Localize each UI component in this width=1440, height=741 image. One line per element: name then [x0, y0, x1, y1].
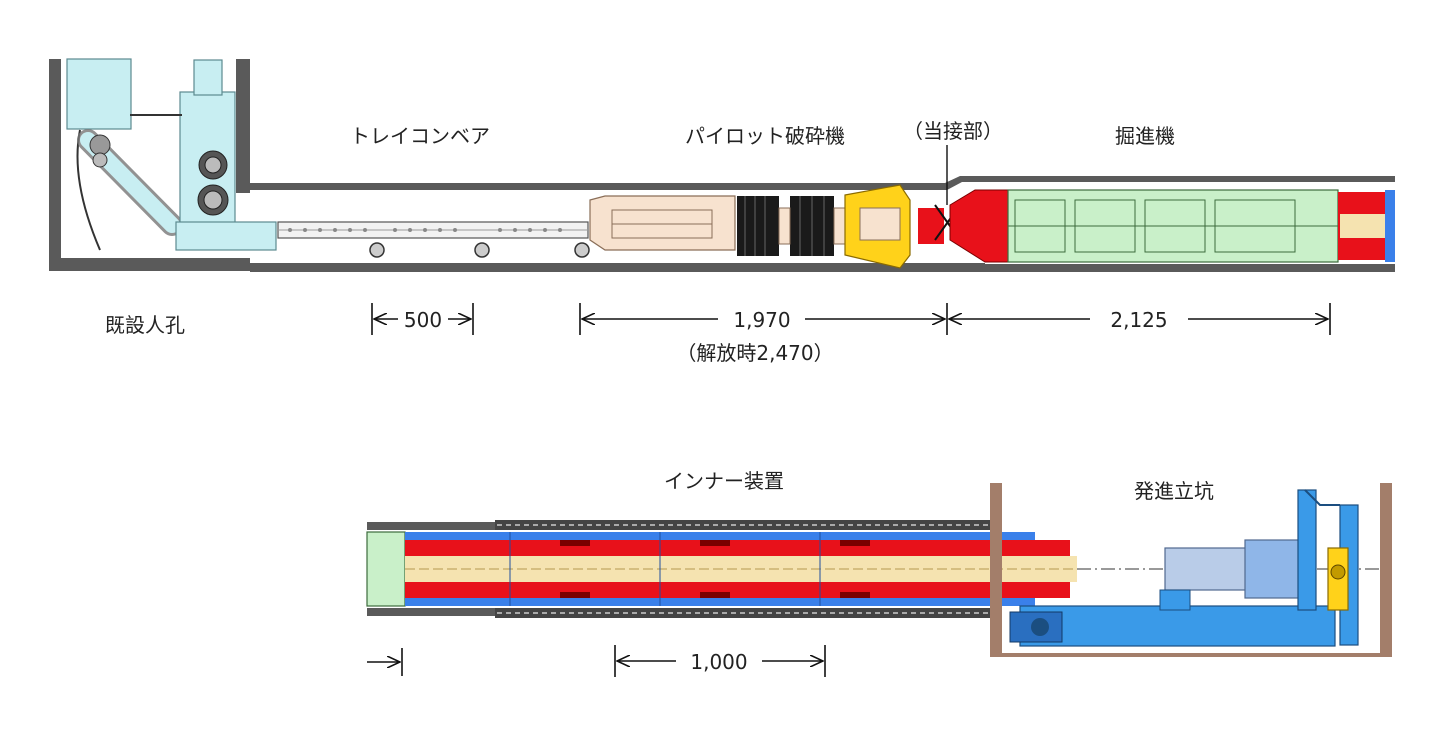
label-existing-manhole: 既設人孔	[105, 313, 185, 337]
label-tray-conveyor: トレイコンベア	[350, 124, 490, 148]
dimension-1970-text: 1,970	[733, 308, 790, 332]
label-pilot-crusher: パイロット破砕機	[685, 124, 845, 148]
inner-tunnel-wall-top	[367, 522, 495, 530]
pilot-crusher	[589, 184, 911, 269]
tunneling-machine	[949, 189, 1395, 263]
dimension-500: 500	[371, 303, 474, 335]
label-tunneling-machine: 掘進機	[1115, 124, 1175, 148]
dimension-1970: 1,970 （解放時2,470）	[579, 303, 948, 365]
dimension-1000: 1,000	[614, 645, 826, 677]
dimension-1000-text: 1,000	[690, 650, 747, 674]
tunnel-wall	[236, 176, 1395, 272]
existing-manhole	[49, 58, 277, 271]
label-launch-shaft: 発進立坑	[1134, 479, 1214, 503]
dimension-left-arrow	[367, 648, 403, 676]
label-contact-part: （当接部）	[903, 119, 1003, 143]
label-inner-device: インナー装置	[664, 469, 784, 493]
top-section: トレイコンベア パイロット破砕機 （当接部） 掘進機 既設人孔 500 1,97…	[49, 58, 1395, 365]
inner-tunnel-wall-bottom	[367, 608, 495, 616]
dimension-2125-text: 2,125	[1110, 308, 1167, 332]
tray-conveyor	[277, 221, 590, 258]
launch-shaft	[990, 483, 1392, 657]
bottom-section: インナー装置 発進立坑 1,000	[366, 469, 1392, 677]
inner-green-head	[366, 531, 406, 607]
inner-device	[405, 532, 1077, 606]
dimension-500-text: 500	[404, 308, 442, 332]
dimension-2125: 2,125	[949, 303, 1331, 335]
dimension-1970-released-text: （解放時2,470）	[676, 341, 833, 365]
